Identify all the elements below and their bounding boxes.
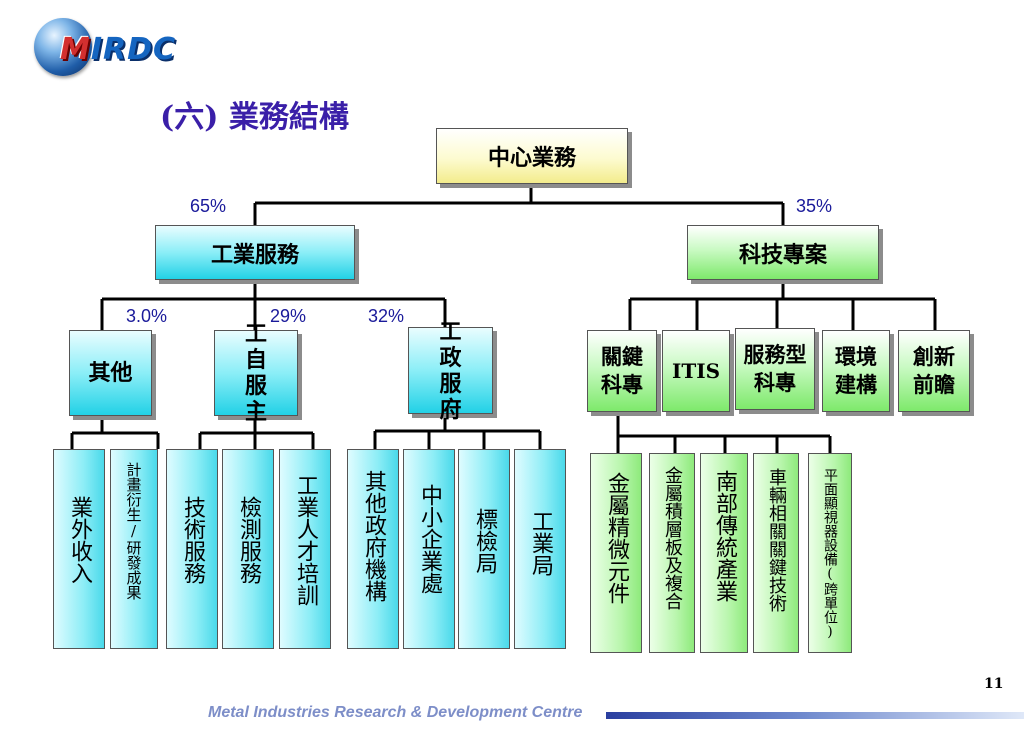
page-number: 11 xyxy=(984,676,1004,692)
leaf-label: 工業局 xyxy=(528,510,553,576)
node-self-service: 工自服主 xyxy=(214,321,298,425)
leaf-label: 平面顯視器設備(跨單位) xyxy=(822,468,838,640)
node-itis-label: ITIS xyxy=(671,359,721,383)
node-self-service-label: 工自服主 xyxy=(244,321,275,425)
leaf-label: 其他政府機構 xyxy=(361,470,386,602)
mirdc-logo: MIRDC xyxy=(32,14,192,84)
leaf-vehicle-key-tech: 車輛相關關鍵技術 xyxy=(753,453,799,653)
logo-text: MIRDC xyxy=(60,32,177,67)
node-government-service: 工政服府 xyxy=(408,319,493,423)
leaf-metal-micro-components: 金屬精微元件 xyxy=(590,453,642,653)
leaf-label: 金屬精微元件 xyxy=(604,472,629,604)
leaf-other-gov-agencies: 其他政府機構 xyxy=(347,449,399,649)
node-service-tech-label: 服務型科專 xyxy=(743,342,807,395)
pct-self-service: 29% xyxy=(270,306,307,326)
node-key-tech: 關鍵科專 xyxy=(587,330,657,412)
page-title: (六) 業務結構 xyxy=(160,100,349,135)
node-innovation-label: 創新前瞻 xyxy=(913,344,955,397)
leaf-plan-derived-results: 計畫衍生/研發成果 xyxy=(110,449,158,649)
leaf-non-operating-income: 業外收入 xyxy=(53,449,105,649)
leaf-label: 車輛相關關鍵技術 xyxy=(766,468,787,612)
node-industrial-service: 工業服務 xyxy=(155,225,355,280)
leaf-southern-traditional-industry: 南部傳統產業 xyxy=(700,453,748,653)
leaf-label: 計畫衍生/研發成果 xyxy=(124,462,143,600)
leaf-technical-service: 技術服務 xyxy=(166,449,218,649)
pct-government-service: 32% xyxy=(368,306,405,326)
node-environment-label: 環境建構 xyxy=(835,344,877,397)
node-innovation: 創新前瞻 xyxy=(898,330,970,412)
leaf-testing-service: 檢測服務 xyxy=(222,449,274,649)
leaf-label: 技術服務 xyxy=(180,496,205,584)
node-other-label: 其他 xyxy=(88,360,133,386)
node-service-tech: 服務型科專 xyxy=(735,328,815,410)
leaf-label: 工業人才培訓 xyxy=(293,474,318,606)
leaf-label: 檢測服務 xyxy=(236,496,261,584)
node-itis: ITIS xyxy=(662,330,730,412)
leaf-flat-panel-display-equipment: 平面顯視器設備(跨單位) xyxy=(808,453,852,653)
globe-icon xyxy=(34,18,92,76)
leaf-label: 南部傳統產業 xyxy=(712,470,737,602)
node-environment: 環境建構 xyxy=(822,330,890,412)
leaf-bsmi: 標檢局 xyxy=(458,449,510,649)
footer-gradient-bar xyxy=(606,712,1024,719)
node-other: 其他 xyxy=(69,330,152,416)
pct-industrial-service: 65% xyxy=(190,196,227,216)
leaf-label: 中小企業處 xyxy=(417,484,442,594)
leaf-metal-laminates: 金屬積層板及複合 xyxy=(649,453,695,653)
leaf-industrial-bureau: 工業局 xyxy=(514,449,566,649)
node-tech-project: 科技專案 xyxy=(687,225,879,280)
node-key-tech-label: 關鍵科專 xyxy=(601,344,643,397)
node-government-service-label: 工政服府 xyxy=(439,318,470,423)
leaf-sme-administration: 中小企業處 xyxy=(403,449,455,649)
node-root: 中心業務 xyxy=(436,128,628,184)
leaf-label: 業外收入 xyxy=(67,496,92,584)
leaf-label: 標檢局 xyxy=(472,508,497,574)
pct-other: 3.0% xyxy=(126,306,168,326)
footer-organization-name: Metal Industries Research & Development … xyxy=(208,704,583,721)
pct-tech-project: 35% xyxy=(796,196,833,216)
leaf-talent-training: 工業人才培訓 xyxy=(279,449,331,649)
leaf-label: 金屬積層板及複合 xyxy=(662,466,683,610)
